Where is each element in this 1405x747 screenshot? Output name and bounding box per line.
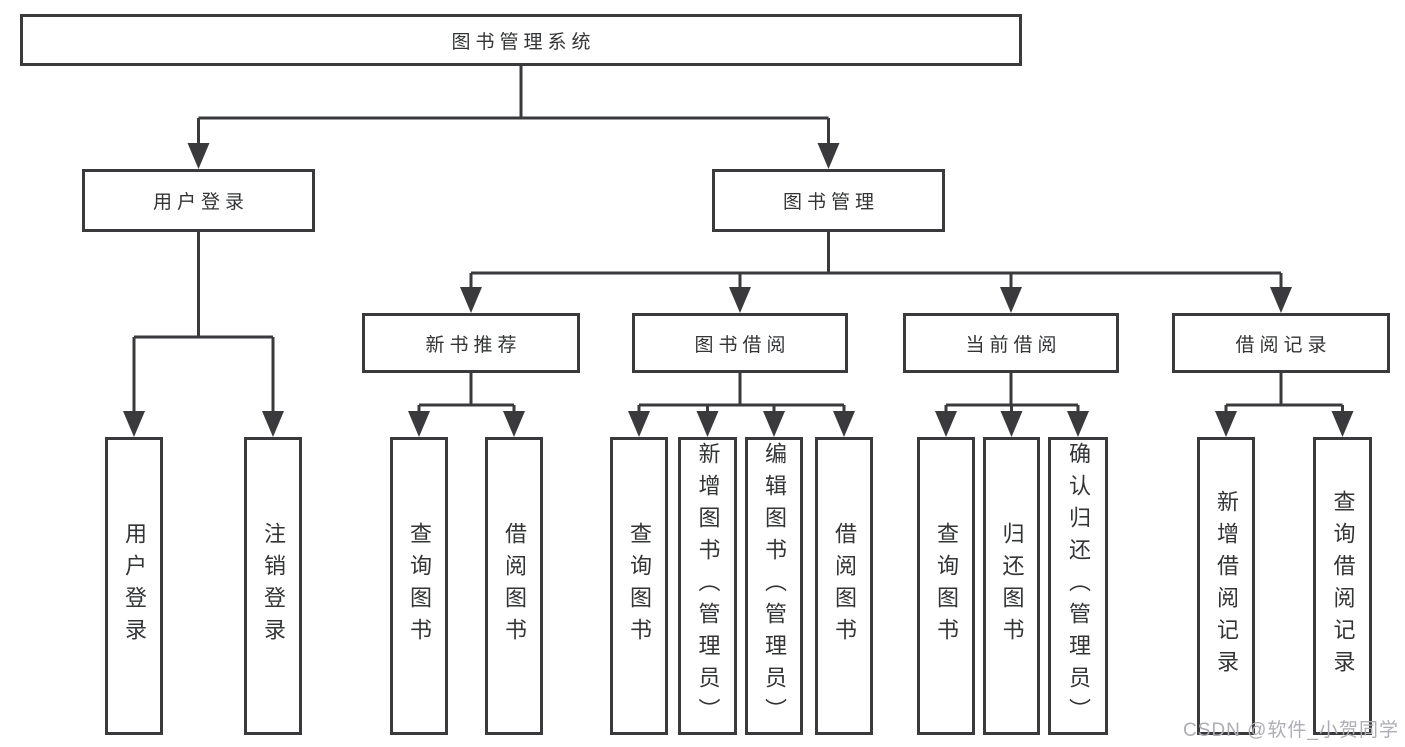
leaf-user-login-label: 用户登录 [122, 522, 147, 650]
node-new-book-recommend: 新书推荐 [362, 313, 580, 373]
leaf-borrow-books-recommend: 借阅图书 [485, 437, 543, 735]
leaf-edit-books-admin-label: 编辑图书（管理员） [762, 442, 787, 730]
leaf-query-books-borrow-label: 查询图书 [627, 522, 652, 650]
leaf-add-books-admin-label: 新增图书（管理员） [695, 442, 721, 730]
node-root: 图书管理系统 [20, 14, 1022, 66]
leaf-query-borrow-record: 查询借阅记录 [1313, 437, 1372, 735]
node-book-borrow-label: 图书借阅 [694, 334, 791, 356]
node-user-login: 用户登录 [82, 169, 315, 232]
leaf-query-borrow-record-label: 查询借阅记录 [1330, 490, 1356, 682]
leaf-query-books-recommend-label: 查询图书 [407, 522, 432, 650]
leaf-query-books-current: 查询图书 [917, 437, 975, 735]
leaf-query-books-borrow: 查询图书 [610, 437, 668, 735]
node-current-borrow: 当前借阅 [903, 313, 1119, 373]
node-user-login-label: 用户登录 [152, 192, 249, 213]
leaf-borrow-books: 借阅图书 [815, 437, 873, 735]
node-book-management: 图书管理 [712, 169, 945, 232]
leaf-logout: 注销登录 [244, 437, 302, 735]
node-current-borrow-label: 当前借阅 [965, 334, 1062, 356]
leaf-user-login: 用户登录 [105, 437, 163, 735]
node-book-management-label: 图书管理 [782, 192, 879, 213]
leaf-confirm-return-admin-label: 确认归还（管理员） [1066, 442, 1091, 730]
leaf-query-books-current-label: 查询图书 [934, 522, 959, 650]
leaf-borrow-books-label: 借阅图书 [832, 522, 857, 650]
node-root-label: 图书管理系统 [451, 31, 596, 53]
node-borrow-records-label: 借阅记录 [1235, 334, 1332, 356]
leaf-confirm-return-admin: 确认归还（管理员） [1048, 437, 1108, 735]
leaf-logout-label: 注销登录 [261, 522, 286, 650]
node-new-book-recommend-label: 新书推荐 [425, 334, 522, 356]
leaf-return-books: 归还图书 [983, 437, 1040, 735]
leaf-add-books-admin: 新增图书（管理员） [678, 437, 737, 735]
node-borrow-records: 借阅记录 [1172, 313, 1390, 373]
leaf-borrow-books-recommend-label: 借阅图书 [502, 522, 527, 650]
leaf-return-books-label: 归还图书 [999, 522, 1025, 650]
leaf-add-borrow-record: 新增借阅记录 [1197, 437, 1255, 735]
arrowhead-icons [123, 143, 1354, 437]
leaf-edit-books-admin: 编辑图书（管理员） [745, 437, 803, 735]
leaf-add-borrow-record-label: 新增借阅记录 [1214, 490, 1239, 682]
leaf-query-books-recommend: 查询图书 [390, 437, 448, 735]
node-book-borrow: 图书借阅 [632, 313, 848, 373]
